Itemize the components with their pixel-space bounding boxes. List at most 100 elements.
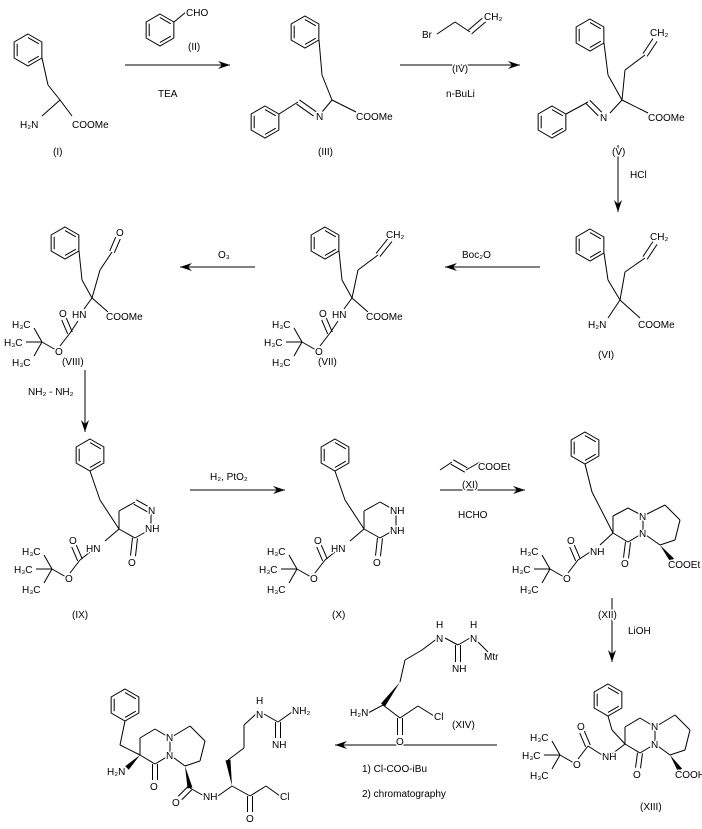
atom-label: O: [633, 770, 641, 781]
bond: [611, 729, 626, 745]
aromatic-bond: [64, 248, 77, 256]
bond: [331, 99, 357, 113]
double-bond: [75, 544, 83, 560]
benzene-ring: [13, 33, 43, 67]
double-bond: [375, 238, 389, 254]
bond: [69, 559, 81, 574]
bond: [624, 717, 641, 728]
bond: [639, 717, 656, 728]
double-bond: [321, 319, 329, 335]
atom-label: H: [256, 696, 263, 707]
atom-label: N: [639, 512, 646, 523]
atom-label: H: [470, 620, 477, 631]
double-bond: [379, 241, 393, 257]
benzene-ring: [250, 105, 280, 139]
atom-label: CH₂: [484, 12, 502, 23]
aromatic-bond: [124, 710, 137, 718]
reagent-label: HCHO: [458, 510, 488, 521]
benzene-ring: [320, 438, 350, 472]
aromatic-bond: [584, 453, 597, 461]
compound-label: (IX): [72, 610, 88, 621]
bond: [288, 568, 298, 584]
bond: [338, 250, 343, 281]
bond: [47, 84, 61, 101]
atom-label: N: [436, 634, 443, 645]
bond: [351, 297, 369, 313]
bond: [314, 559, 326, 574]
bond: [559, 754, 575, 764]
bond: [341, 279, 353, 299]
double-bond: [589, 99, 603, 113]
atom-label: O: [128, 558, 136, 569]
bond: [99, 251, 113, 271]
bond: [627, 507, 644, 517]
arrow-head: [614, 200, 622, 212]
double-bond: [299, 99, 317, 113]
aromatic-bond: [304, 37, 317, 45]
compound-label: (X): [332, 610, 345, 621]
bond: [296, 568, 312, 578]
double-bond: [65, 317, 73, 333]
atom-label: COOH: [675, 770, 702, 781]
bond: [619, 299, 641, 319]
bond: [621, 99, 649, 114]
bond: [399, 705, 419, 719]
compound-label: (I): [53, 147, 62, 158]
atom-label: COOMe: [356, 112, 393, 123]
bond: [78, 250, 83, 281]
bond: [421, 637, 439, 651]
methyl-label: H₃C: [512, 565, 531, 576]
aromatic-bond: [607, 687, 620, 695]
atom-label: O: [396, 737, 404, 748]
bond: [624, 743, 641, 754]
bond: [288, 554, 298, 570]
benzene-ring: [145, 13, 175, 47]
double-bond: [583, 730, 591, 746]
bond: [33, 327, 43, 343]
bond: [436, 21, 456, 35]
compound-label: (XI): [462, 480, 478, 491]
aromatic-bond: [304, 19, 317, 27]
bond: [119, 744, 141, 756]
wedge-bond: [380, 682, 400, 707]
atom-label: N: [651, 722, 658, 733]
aromatic-bond: [334, 442, 347, 450]
bond: [318, 39, 323, 76]
double-bond: [61, 319, 69, 335]
methyl-label: H₃C: [14, 565, 33, 576]
benzene-ring: [75, 438, 105, 472]
atom-label: COOMe: [366, 312, 403, 323]
bond: [399, 659, 406, 683]
bond: [591, 491, 614, 534]
bond: [567, 559, 579, 574]
bond: [81, 279, 93, 299]
atom-label: COOEt: [478, 462, 510, 473]
arrow-head: [513, 486, 525, 494]
double-bond: [325, 317, 333, 333]
benzene-ring: [537, 105, 567, 139]
arrow-head: [608, 650, 616, 662]
arrow-head: [180, 263, 192, 271]
compound-label: (VII): [318, 357, 337, 368]
bond: [189, 787, 205, 797]
methyl-label: H₃C: [267, 585, 286, 596]
atom-label: N: [166, 733, 173, 744]
double-bond: [450, 463, 466, 473]
atom-label: O: [172, 798, 180, 809]
atom-label: CH₂: [386, 230, 404, 241]
aromatic-bond: [584, 435, 597, 443]
aromatic-bond: [607, 705, 620, 713]
aromatic-bond: [124, 692, 137, 700]
methyl-label: H₃C: [522, 751, 541, 762]
double-bond: [177, 785, 189, 797]
bond: [609, 99, 623, 114]
benzene-ring: [110, 688, 140, 722]
compound-label: (XII): [598, 610, 617, 621]
compound-label: (XIII): [640, 802, 662, 813]
bond: [357, 254, 379, 271]
bond: [624, 257, 646, 273]
compound-label: (III): [318, 147, 333, 158]
bond: [603, 42, 609, 76]
atom-label: H₂N: [588, 320, 606, 331]
aromatic-bond: [589, 40, 602, 48]
